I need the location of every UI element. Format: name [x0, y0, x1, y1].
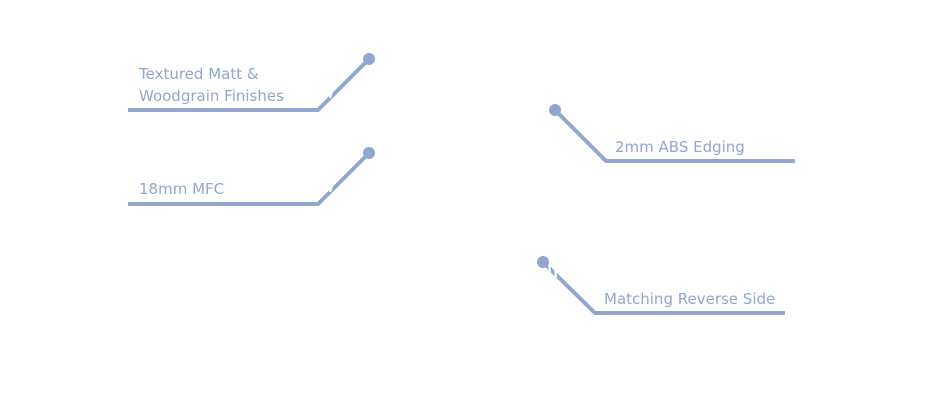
- callout-finishes-gap: [329, 88, 334, 99]
- callout-edging-dot: [549, 104, 561, 116]
- callout-reverse-label-line-1: Matching Reverse Side: [604, 290, 776, 308]
- callout-reverse-leader: [541, 260, 785, 315]
- callout-reverse-gap-2: [554, 267, 557, 279]
- callout-mfc: [128, 147, 375, 206]
- callout-finishes-label-line-1: Textured Matt &: [139, 65, 259, 83]
- callout-finishes-label-line-2: Woodgrain Finishes: [139, 87, 284, 105]
- callout-mfc-dot: [363, 147, 375, 159]
- callout-mfc-gap: [329, 182, 334, 193]
- callout-finishes: [128, 53, 375, 112]
- callout-finishes-leader: [128, 57, 371, 112]
- callout-edging-label-line-1: 2mm ABS Edging: [615, 138, 745, 156]
- callout-mfc-label-line-1: 18mm MFC: [139, 180, 225, 198]
- callout-edging-label: 2mm ABS Edging: [615, 136, 745, 158]
- callout-reverse-dot: [537, 256, 549, 268]
- callout-reverse-gap: [548, 262, 551, 274]
- callout-edging: [549, 104, 795, 163]
- callout-mfc-leader: [128, 151, 371, 206]
- callout-reverse: [537, 256, 785, 315]
- callout-reverse-label: Matching Reverse Side: [604, 288, 775, 310]
- callout-mfc-label: 18mm MFC: [139, 178, 224, 200]
- callout-edging-leader: [553, 108, 795, 163]
- callout-finishes-label: Textured Matt & Woodgrain Finishes: [139, 63, 284, 107]
- callout-finishes-dot: [363, 53, 375, 65]
